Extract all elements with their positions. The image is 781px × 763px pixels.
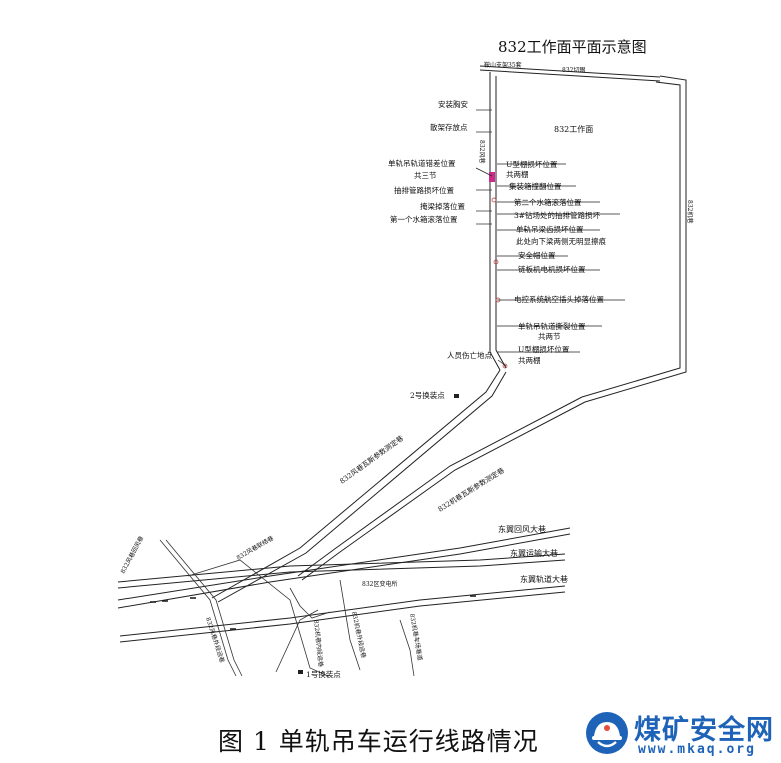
casualty-marker (502, 363, 508, 369)
crossing-link (289, 587, 331, 619)
annotation-20: U型棚损坏位置 (518, 344, 570, 354)
machine-road-outer (301, 401, 586, 581)
mid-connector-b (275, 609, 319, 673)
east-transport-outer (117, 553, 566, 583)
east-track-outer (119, 585, 566, 637)
miner-helmet-icon (586, 712, 628, 754)
station-2-marker (454, 394, 459, 398)
annotation-17: 电控系统航空插头掉落位置 (514, 294, 604, 304)
left-road-label: 832风巷 (478, 140, 486, 163)
east-return-label: 东翼回风大巷 (498, 524, 546, 534)
annotation-4: 共三节 (414, 171, 437, 180)
station-1-label: 1号换装点 (306, 669, 341, 679)
misalign-marker (489, 172, 495, 182)
east-track-inner (119, 591, 566, 643)
top-road-line (479, 65, 661, 78)
machine-road-inner (297, 396, 583, 577)
left-connector-a (159, 539, 237, 677)
east-return-inner (117, 533, 571, 609)
right-connector (399, 619, 415, 677)
top-cut-label: 832切眼 (562, 67, 585, 74)
mid-connector-a (187, 559, 329, 677)
annotation-22: 人员伤亡地点 (447, 350, 492, 360)
left-connector-b (165, 539, 243, 677)
east-return-outer (117, 527, 571, 601)
bottom-label-1: 832风巷回风巷 (119, 535, 146, 575)
annotation-11: 第一个水箱滚落位置 (390, 214, 458, 224)
station-2-label: 2号换装点 (410, 390, 445, 400)
annotation-15: 安全帽位置 (518, 250, 556, 260)
bottom-label-3: 832区变电所 (362, 580, 397, 588)
annotation-leaders (475, 109, 625, 367)
machine-gas-road-label: 832机巷瓦斯参数测定巷 (436, 466, 506, 514)
east-track-label: 东翼轨道大巷 (520, 574, 568, 584)
annotation-5: U型棚损坏位置 (506, 159, 558, 169)
site-logo: 煤矿安全网 www.mkaq.org (582, 708, 778, 760)
annotation-10: 第二个水箱滚落位置 (514, 197, 582, 207)
bottom-label-6: 832机巷外段运巷 (350, 611, 368, 659)
right-road-outer (584, 75, 687, 403)
annotation-8: 集装箱撞翻位置 (509, 181, 562, 191)
annotation-7: 抽排管路损坏位置 (394, 185, 454, 195)
face-label: 832工作面 (554, 124, 593, 134)
annotation-13: 单轨吊梁齿损坏位置 (516, 224, 584, 234)
annotation-3: 单轨吊轨道错差位置 (388, 158, 456, 168)
annotation-6: 共两棚 (506, 169, 529, 179)
right-road-label: 832机巷 (686, 200, 694, 223)
annotation-2: 散架存放点 (430, 122, 468, 132)
annotation-14: 此处向下梁两侧无明显擦痕 (516, 236, 606, 246)
top-road-label: 鞍山支架35套 (484, 61, 522, 69)
track-dashes (150, 595, 476, 630)
east-transport-label: 东翼运输大巷 (510, 548, 558, 558)
pipe-marker (491, 197, 497, 203)
annotation-9: 掩梁掉落位置 (420, 201, 465, 211)
left-road-inner (495, 76, 507, 369)
logo-name: 煤矿安全网 (634, 715, 774, 746)
bottom-label-2: 832风巷联络巷 (235, 534, 275, 562)
station-1-marker (298, 670, 303, 674)
top-road-line-2 (479, 69, 661, 82)
left-road-outer (489, 72, 501, 371)
figure-caption: 图 1 单轨吊车运行线路情况 (218, 727, 539, 756)
annotation-16: 链板机电机损坏位置 (518, 264, 586, 274)
east-transport-inner (117, 559, 566, 589)
diagram-title: 832工作面平面示意图 (498, 38, 647, 56)
mid-connector-c (339, 579, 361, 671)
logo-url[interactable]: www.mkaq.org (638, 742, 756, 757)
annotation-18: 单轨吊轨道撕裂位置 (518, 321, 586, 331)
motor-marker (493, 259, 499, 265)
annotation-21: 共两棚 (518, 355, 541, 365)
annotation-1: 安装胸安 (438, 99, 468, 109)
annotation-19: 共两节 (538, 332, 561, 341)
right-road-inner (581, 81, 681, 398)
bottom-label-5: 832机巷内段运巷 (312, 619, 325, 667)
annotation-12: 3#钻场处的抽排管路损坏 (514, 210, 601, 220)
wind-road-inner (217, 371, 507, 603)
